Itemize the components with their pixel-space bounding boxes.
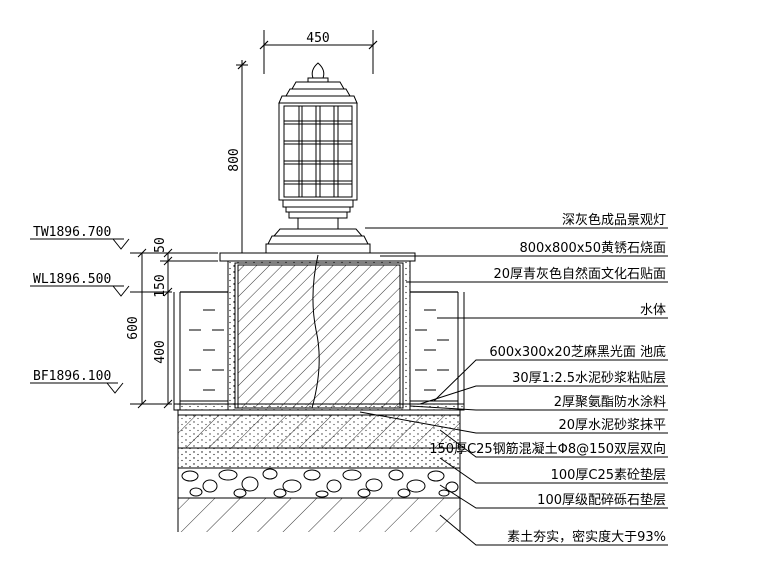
callout-pool-floor: 600x300x20芝麻黑光面 池底	[489, 344, 666, 360]
level-tw-text: TW1896.700	[33, 225, 111, 240]
dimension-450: 450	[259, 30, 378, 74]
dimension-400-text: 400	[153, 340, 168, 363]
callout-compacted-soil: 素土夯实，密实度大于93%	[507, 529, 666, 545]
dimension-800: 800	[227, 60, 248, 257]
foundation-layers	[173, 403, 465, 532]
level-marker-tw: TW1896.700	[30, 225, 130, 250]
callout-rc-slab: 150厚C25钢筋混凝土Φ8@150双层双向	[429, 441, 666, 457]
left-dimension-chain	[130, 248, 218, 409]
pillar	[227, 254, 411, 411]
dimension-150-text: 150	[153, 274, 168, 297]
pool	[173, 291, 465, 410]
callout-labels: 深灰色成品景观灯 800x800x50黄锈石烧面 20厚青灰色自然面文化石贴面 …	[429, 212, 666, 545]
callout-water: 水体	[640, 303, 666, 318]
callout-gravel-base: 100厚级配碎砾石垫层	[537, 492, 666, 508]
dimension-800-text: 800	[227, 148, 242, 171]
level-wl-text: WL1896.500	[33, 272, 111, 287]
level-marker-wl: WL1896.500	[30, 272, 130, 297]
level-marker-bf: BF1896.100	[30, 369, 124, 394]
callout-concrete-base: 100厚C25素砼垫层	[551, 467, 666, 483]
callout-cap-stone: 800x800x50黄锈石烧面	[519, 241, 666, 256]
dimension-600-text: 600	[126, 316, 141, 339]
level-bf-text: BF1896.100	[33, 369, 111, 384]
landscape-lamp	[265, 62, 371, 254]
dimension-450-text: 450	[306, 31, 329, 46]
callout-stone-veneer: 20厚青灰色自然面文化石贴面	[493, 266, 666, 282]
callout-lamp: 深灰色成品景观灯	[562, 212, 666, 228]
gravel	[181, 468, 459, 498]
callout-screed: 20厚水泥砂浆抹平	[558, 418, 666, 433]
callout-leaders	[359, 227, 668, 546]
callout-waterproofing: 2厚聚氨酯防水涂料	[554, 394, 666, 410]
dimension-50-text: 50	[153, 237, 168, 253]
callout-mortar-bed: 30厚1:2.5水泥砂浆粘贴层	[512, 371, 666, 386]
